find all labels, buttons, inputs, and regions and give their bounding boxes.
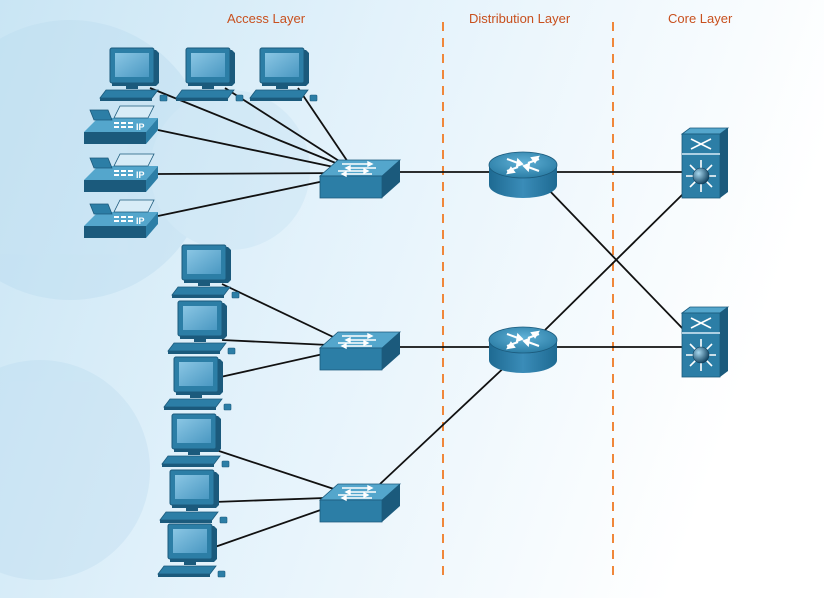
link-router1-core2 (544, 185, 685, 331)
svg-text:IP: IP (136, 216, 145, 226)
core-switch-2 (680, 306, 730, 378)
pc-1 (99, 47, 168, 102)
distribution-router-1 (488, 151, 558, 198)
pc-6 (163, 356, 232, 411)
distribution-router-2 (488, 326, 558, 373)
svg-text:IP: IP (136, 170, 145, 180)
link-pc1-switch1 (149, 87, 349, 169)
pc-8 (159, 469, 228, 524)
link-router2-core1 (544, 192, 685, 331)
ip-phone-3: IP (84, 199, 158, 238)
link-phone3-switch1 (157, 175, 349, 217)
ip-phone-2: IP (84, 153, 158, 192)
link-pc4-switch2 (221, 283, 351, 346)
pc-5 (167, 300, 236, 355)
svg-text:IP: IP (136, 122, 145, 132)
link-pc7-switch3 (215, 449, 353, 496)
distribution-layer-title: Distribution Layer (469, 11, 571, 26)
link-pc3-switch1 (297, 87, 353, 169)
link-phone2-switch1 (157, 172, 349, 175)
pc-7 (161, 413, 230, 468)
access-layer-title: Access Layer (227, 11, 306, 26)
core-switch-1 (680, 127, 730, 199)
link-phone1-switch1 (157, 129, 349, 171)
access-switch-1 (318, 159, 402, 199)
access-switch-3 (318, 483, 402, 523)
core-layer-title: Core Layer (668, 11, 733, 26)
access-switch-2 (318, 331, 402, 371)
pc-4 (171, 244, 240, 299)
link-switch3-router2 (379, 361, 511, 485)
pc-3 (249, 47, 318, 102)
ip-phone-1: IP (84, 105, 158, 144)
link-pc2-switch1 (224, 87, 351, 169)
pc-9 (157, 523, 226, 578)
pc-2 (175, 47, 244, 102)
